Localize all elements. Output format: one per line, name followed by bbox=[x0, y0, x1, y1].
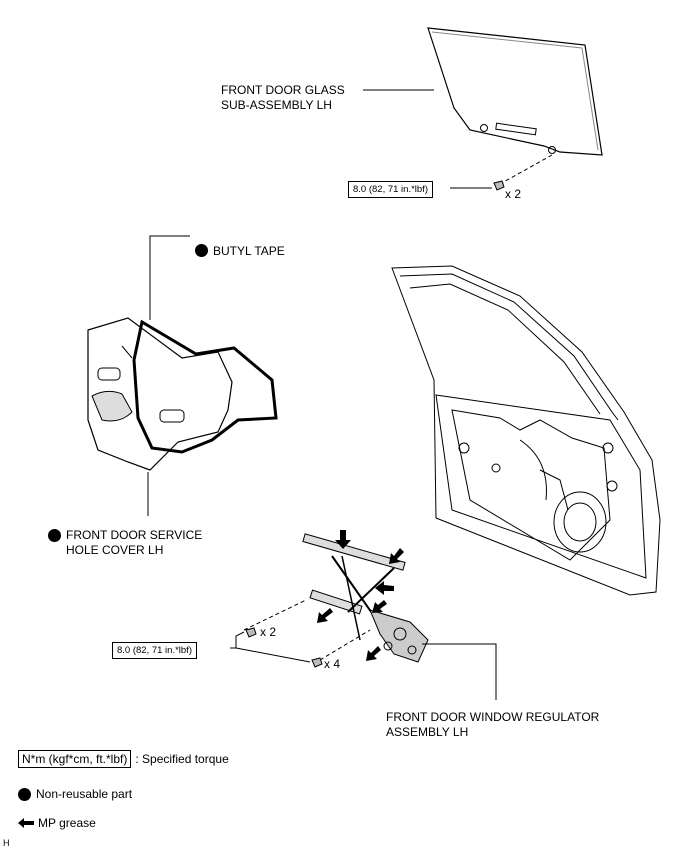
regulator-bolt-icon-b bbox=[311, 657, 323, 668]
nonreusable-dot-icon bbox=[18, 787, 31, 801]
regulator-bolt-qty-a: x 2 bbox=[260, 625, 277, 639]
legend-torque-box: N*m (kgf*cm, ft.*lbf) bbox=[18, 750, 132, 768]
figure-code: H bbox=[3, 838, 10, 848]
legend-nonreusable-text: Non-reusable part bbox=[36, 787, 133, 801]
glass-torque-box: 8.0 (82, 71 in.*lbf) bbox=[348, 181, 433, 198]
legend-grease-text: MP grease bbox=[38, 816, 96, 830]
service-hole-cover bbox=[87, 317, 233, 471]
nonreusable-dot-icon bbox=[48, 529, 61, 542]
door-frame bbox=[391, 265, 661, 596]
window-regulator bbox=[302, 533, 429, 663]
regulator-bolt-qty-b: x 4 bbox=[324, 657, 341, 671]
grease-arrows bbox=[317, 530, 404, 661]
legend-torque: N*m (kgf*cm, ft.*lbf) : Specified torque bbox=[18, 750, 229, 768]
grease-arrow-icon bbox=[18, 818, 34, 828]
butyl-tape-outline bbox=[132, 319, 278, 454]
glass-bolt-icon bbox=[493, 180, 505, 191]
legend-grease: MP grease bbox=[18, 816, 96, 830]
nonreusable-dot-icon bbox=[195, 244, 208, 257]
regulator-part-label: FRONT DOOR WINDOW REGULATOR ASSEMBLY LH bbox=[386, 710, 600, 739]
glass-part-label: FRONT DOOR GLASS SUB-ASSEMBLY LH bbox=[221, 83, 345, 112]
legend-torque-text: : Specified torque bbox=[135, 752, 229, 766]
service-cover-label: FRONT DOOR SERVICE HOLE COVER LH bbox=[66, 528, 203, 557]
service-cover-label-row: FRONT DOOR SERVICE HOLE COVER LH bbox=[48, 513, 202, 558]
glass-bolt-qty: x 2 bbox=[505, 187, 522, 201]
legend-nonreusable: Non-reusable part bbox=[18, 787, 132, 801]
butyl-tape-label-row: BUTYL TAPE bbox=[195, 229, 285, 259]
regulator-torque-box: 8.0 (82, 71 in.*lbf) bbox=[112, 642, 197, 659]
door-glass bbox=[427, 27, 603, 156]
regulator-bolt-icon-a bbox=[245, 627, 257, 638]
butyl-tape-label: BUTYL TAPE bbox=[213, 244, 285, 258]
